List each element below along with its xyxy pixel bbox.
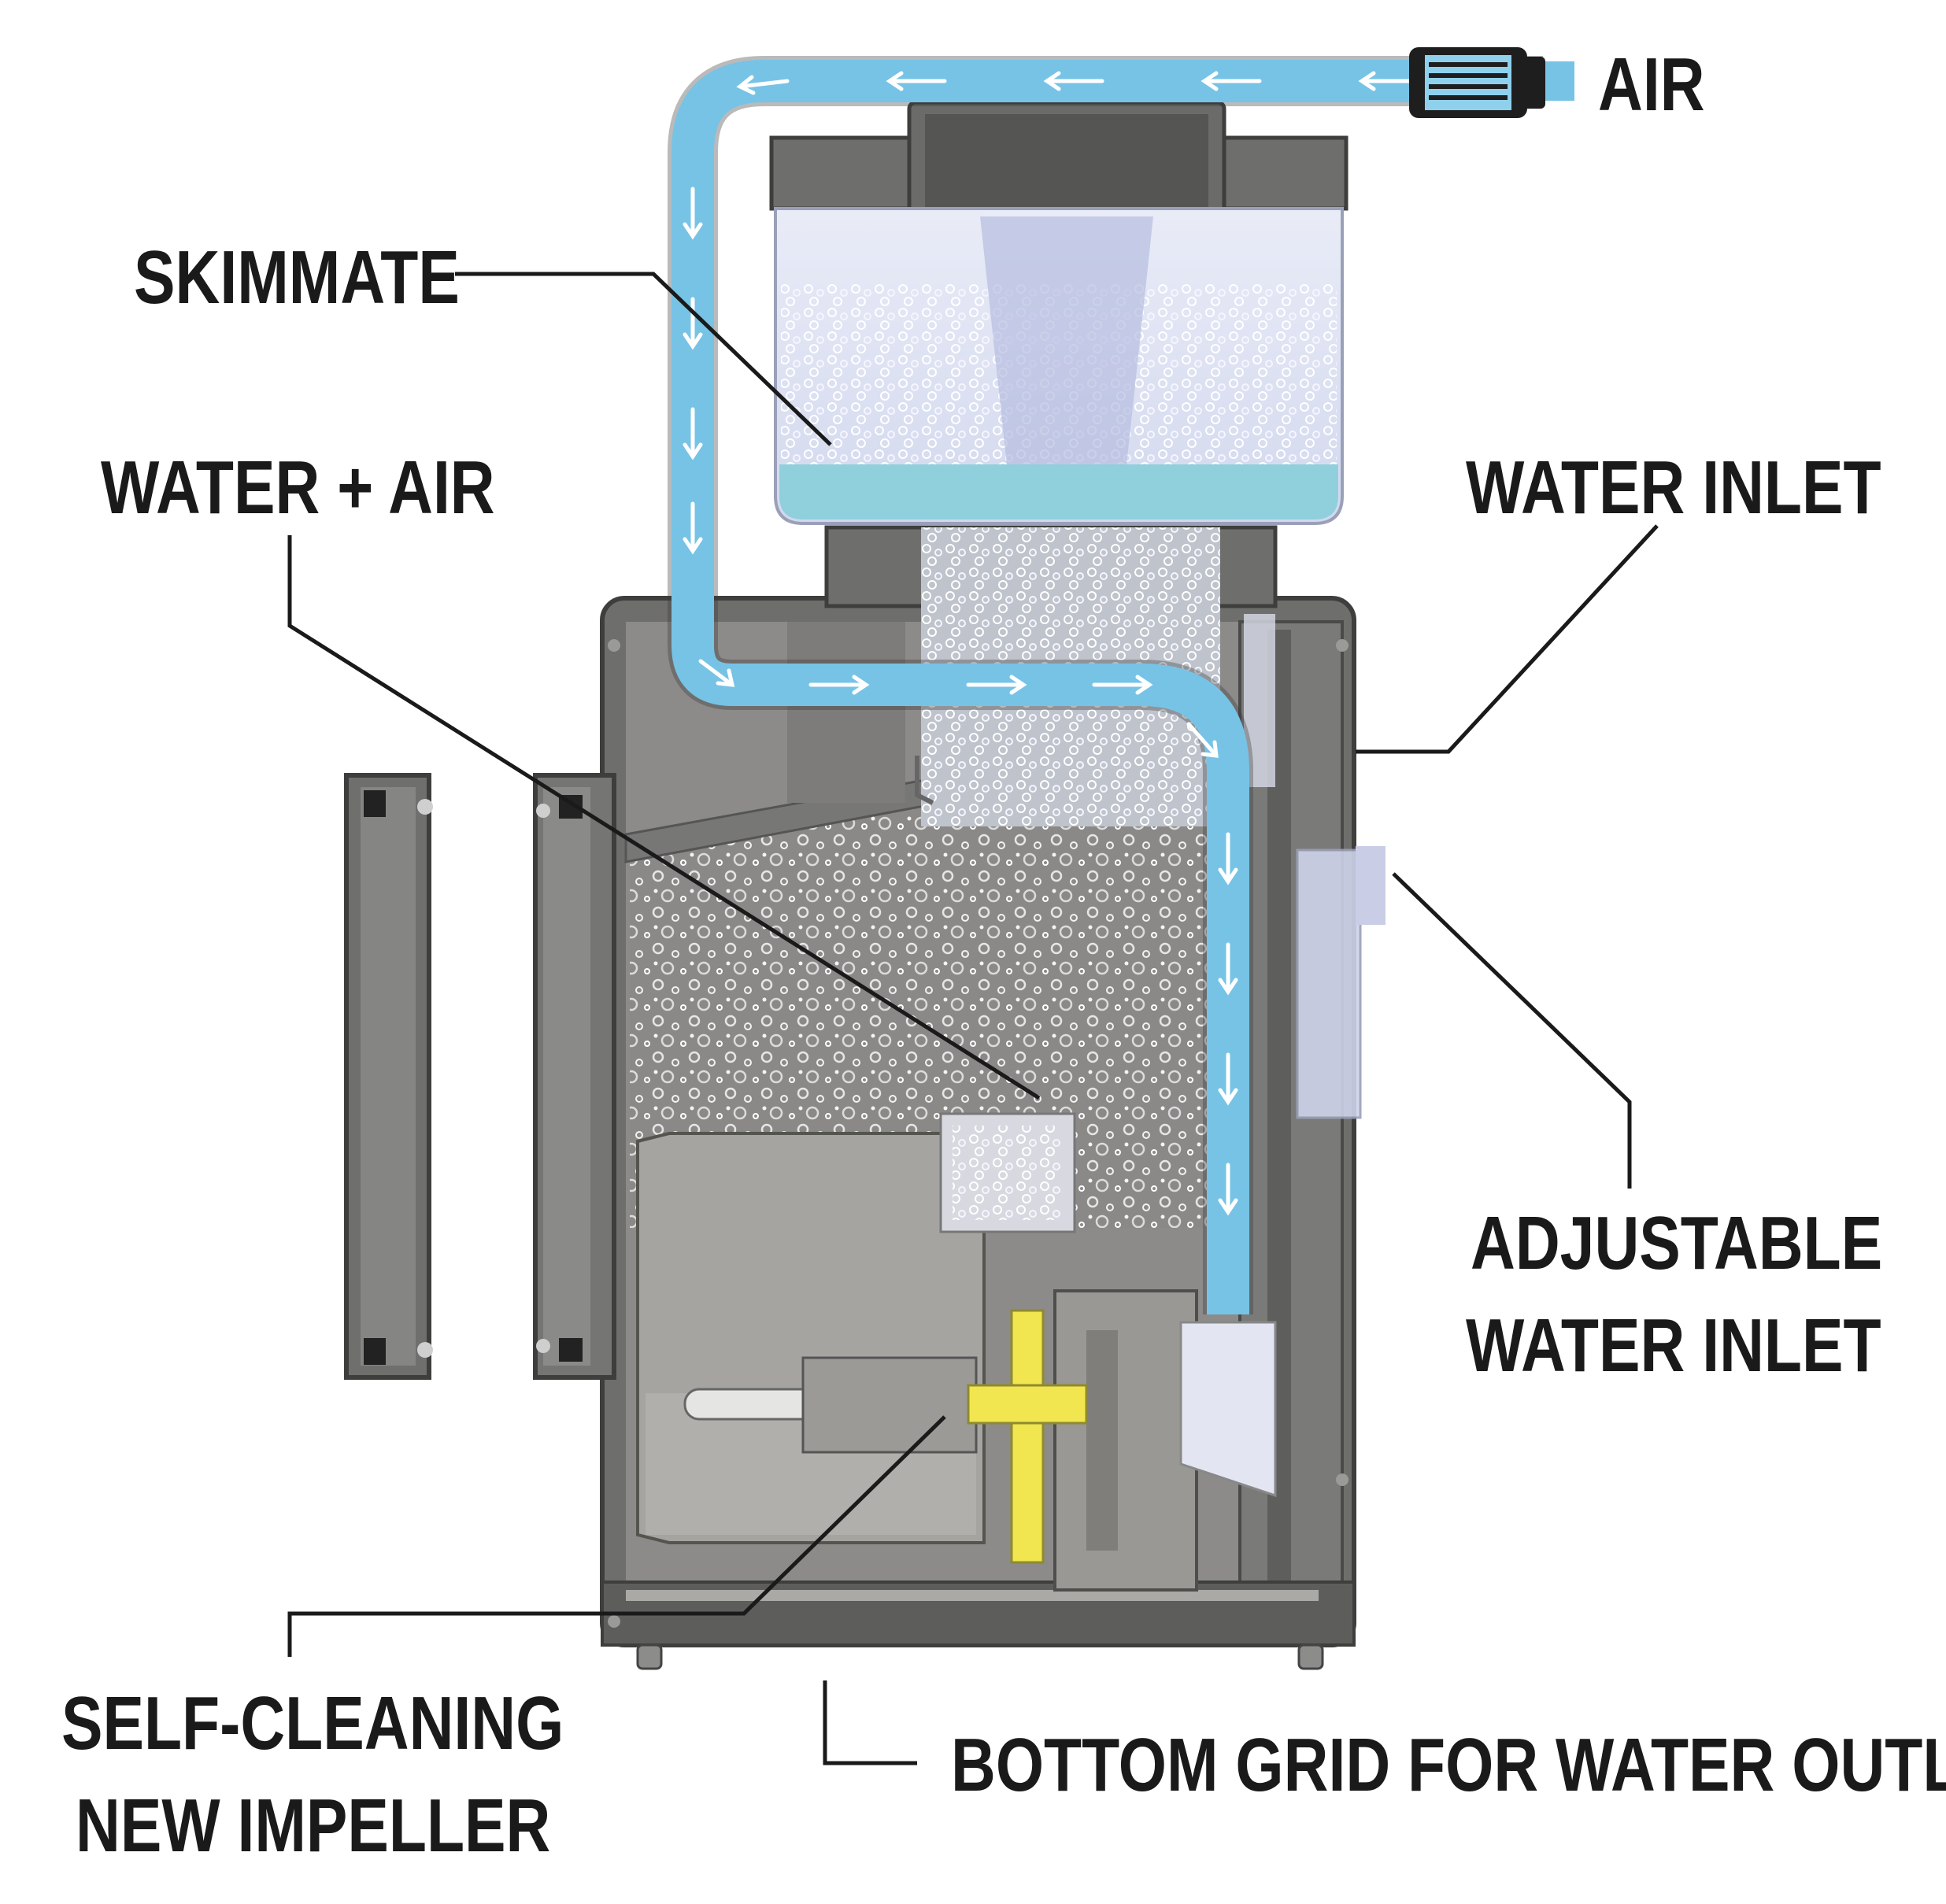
callout-labels: AIR SKIMMATE WATER + AIR WATER INLET ADJ… — [61, 43, 1946, 1868]
leader-skimmate — [455, 272, 832, 446]
label-air: AIR — [1598, 43, 1705, 127]
label-bottom-grid: BOTTOM GRID FOR WATER OUTLET — [951, 1723, 1946, 1807]
impeller — [967, 1309, 1088, 1564]
leader-water-inlet — [1356, 524, 1659, 754]
label-impeller-line1: SELF-CLEANING — [61, 1681, 564, 1765]
leader-lines — [287, 272, 1659, 1765]
air-silencer-icon — [1409, 47, 1574, 118]
detached-side-panel — [344, 773, 433, 1380]
leader-water-air — [287, 535, 1041, 1100]
label-adjustable-line1: ADJUSTABLE — [1471, 1201, 1882, 1285]
label-skimmate: SKIMMATE — [134, 235, 460, 320]
leader-impeller — [287, 1415, 946, 1657]
air-water-pipe — [668, 56, 1543, 1314]
label-adjustable-line2: WATER INLET — [1466, 1303, 1881, 1388]
pump-assembly — [636, 1112, 1277, 1592]
label-water-air: WATER + AIR — [101, 445, 495, 530]
label-water-inlet: WATER INLET — [1466, 445, 1881, 530]
collection-cup — [769, 100, 1349, 525]
leader-adjustable-inlet — [1392, 872, 1632, 1189]
label-impeller-line2: NEW IMPELLER — [76, 1784, 550, 1868]
adjustable-inlet-knob — [1296, 846, 1386, 1119]
leader-bottom-grid — [823, 1680, 917, 1765]
